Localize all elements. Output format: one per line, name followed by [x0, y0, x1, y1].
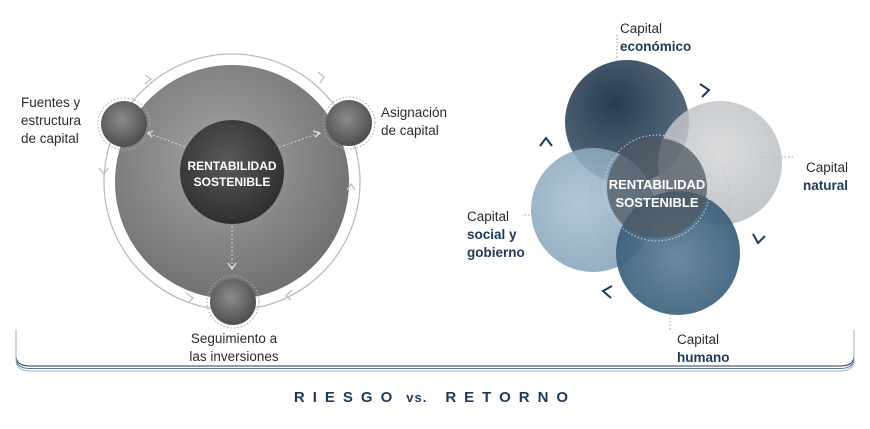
- label-social-line1: Capital: [467, 209, 510, 224]
- node-seguimiento-ring: [206, 275, 260, 329]
- label-seguimiento-line1: Seguimiento a: [190, 331, 278, 346]
- cycle-chevrons: [539, 83, 766, 299]
- right-center-line1: RENTABILIDAD: [608, 177, 706, 192]
- footer-left-word: RIESGO: [293, 389, 401, 406]
- right-diagram: [522, 35, 795, 330]
- label-social-line3: gobierno: [467, 245, 525, 260]
- orbit-arrows: [98, 71, 356, 304]
- label-fuentes: Fuentes y estructura de capital: [21, 94, 81, 148]
- node-fuentes-ring: [97, 97, 151, 151]
- center-circle: [180, 120, 284, 224]
- label-fuentes-line3: de capital: [21, 131, 79, 146]
- footer-risk-return: RIESGO vs. RETORNO: [0, 389, 870, 406]
- left-center-line2: SOSTENIBLE: [193, 175, 271, 189]
- center-overlap-ring: [603, 134, 711, 242]
- label-seguimiento-line2: las inversiones: [189, 349, 279, 364]
- label-economico: Capital económico: [620, 20, 691, 56]
- right-center-label: RENTABILIDAD SOSTENIBLE: [595, 176, 719, 212]
- label-economico-line1: Capital: [620, 21, 663, 36]
- label-humano-line2: humano: [677, 350, 730, 365]
- label-fuentes-line2: estructura: [21, 113, 82, 128]
- center-overlap: [607, 138, 707, 238]
- footer-right-word: RETORNO: [445, 389, 577, 406]
- right-center-line2: SOSTENIBLE: [615, 195, 699, 210]
- label-humano-line1: Capital: [677, 332, 720, 347]
- label-natural-line2: natural: [802, 178, 848, 193]
- footer-vs: vs.: [406, 390, 428, 405]
- left-diagram: [97, 53, 376, 329]
- node-fuentes: [101, 101, 147, 147]
- label-asignacion-line2: de capital: [381, 123, 439, 138]
- label-economico-line2: económico: [620, 39, 692, 54]
- node-seguimiento: [210, 279, 256, 325]
- label-asignacion: Asignación de capital: [381, 104, 447, 140]
- left-center-line1: RENTABILIDAD: [187, 159, 277, 173]
- label-seguimiento: Seguimiento a las inversiones: [180, 330, 288, 366]
- label-social-line2: social y: [467, 227, 517, 242]
- center-dotted-ring: [176, 116, 288, 228]
- node-asignacion: [326, 100, 372, 146]
- left-center-label: RENTABILIDAD SOSTENIBLE: [172, 158, 292, 190]
- label-natural-line1: Capital: [805, 160, 848, 175]
- label-asignacion-line1: Asignación: [381, 105, 448, 120]
- label-humano: Capital humano: [677, 331, 730, 367]
- label-fuentes-line1: Fuentes y: [21, 95, 81, 110]
- label-social: Capital social y gobierno: [467, 208, 525, 262]
- bottom-brace: [15, 330, 855, 372]
- connector-arrowheads: [146, 130, 322, 271]
- label-natural: Capital natural: [790, 159, 848, 195]
- node-asignacion-ring: [322, 96, 376, 150]
